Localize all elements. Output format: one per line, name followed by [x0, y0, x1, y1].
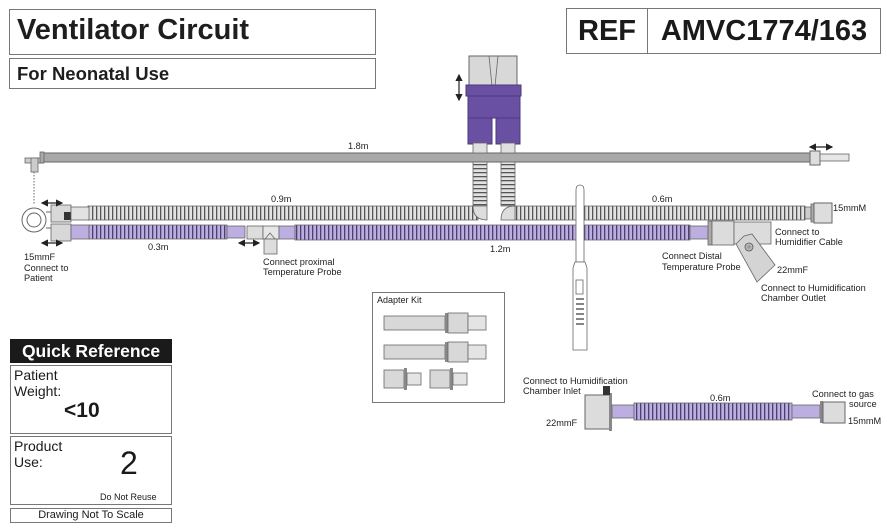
water-trap-tube-right: [500, 161, 516, 207]
not-to-scale-note: Drawing Not To Scale: [10, 508, 172, 523]
page-subtitle: For Neonatal Use: [17, 63, 170, 84]
patient-weight-box: Patient Weight: <10 kg: [10, 365, 172, 434]
expiratory-limb-length: 0.9m: [271, 194, 292, 204]
tube-clip: [572, 184, 588, 351]
proximal-probe-port: [246, 225, 296, 255]
inspiratory-limb-long-length: 1.2m: [490, 244, 511, 254]
reuse-caption: Do Not Reuse: [100, 492, 157, 502]
humidifier-cable-label-2: Humidifier Cable: [775, 237, 843, 247]
ref-label: REF: [567, 9, 648, 53]
gas-source-label-2: source: [849, 399, 877, 409]
chamber-inlet-size: 22mmF: [546, 418, 578, 428]
patient-connector-label-1: Connect to: [24, 263, 69, 273]
inspiratory-limb-short-length: 0.3m: [148, 242, 169, 252]
patient-wye-connector: [21, 199, 90, 247]
adapter-kit-title: Adapter Kit: [377, 295, 422, 305]
distal-probe-label-2: Temperature Probe: [662, 262, 741, 272]
distal-probe-label-1: Connect Distal: [662, 251, 722, 261]
water-trap: [455, 55, 522, 154]
chamber-inlet-label-1: Connect to Humidification: [523, 376, 628, 386]
dry-line-length: 0.6m: [710, 393, 731, 403]
patient-weight-label: Patient Weight:: [14, 367, 62, 399]
expiratory-end-size: 15mmM: [833, 203, 867, 213]
proximal-probe-label-1: Connect proximal: [263, 257, 335, 267]
water-trap-tube-left: [472, 161, 488, 207]
adapter-kit-box: Adapter Kit: [372, 292, 505, 403]
expiratory-limb-right-length: 0.6m: [652, 194, 673, 204]
subtitle-box: For Neonatal Use: [9, 58, 376, 89]
proximal-probe-label-2: Temperature Probe: [263, 267, 342, 277]
patient-connector-label-2: Patient: [24, 273, 53, 283]
humidifier-cable-label-1: Connect to: [775, 227, 820, 237]
chamber-outlet-size: 22mmF: [777, 265, 809, 275]
expiratory-limb-right: [500, 202, 833, 224]
reuse-digit: 2: [120, 445, 138, 481]
monitoring-line: [24, 150, 850, 205]
quick-reference-title: Quick Reference: [10, 339, 172, 363]
weight-unit: kg: [119, 397, 145, 422]
chamber-inlet-label-2: Chamber Inlet: [523, 386, 581, 396]
inspiratory-limb-long: [294, 224, 691, 241]
weight-value: <10: [64, 399, 100, 422]
patient-connector-size: 15mmF: [24, 252, 56, 262]
gas-source-label-1: Connect to gas: [812, 389, 874, 399]
gas-source-size: 15mmM: [848, 416, 882, 426]
title-box: Ventilator Circuit: [9, 9, 376, 55]
ref-box: REF AMVC1774/163: [566, 8, 881, 54]
expiratory-limb-left: [87, 205, 488, 221]
humidifier-chamber-connector: [707, 220, 776, 283]
page-title: Ventilator Circuit: [17, 14, 250, 46]
chamber-outlet-label-1: Connect to Humidification: [761, 283, 866, 293]
monitoring-line-length: 1.8m: [348, 141, 369, 151]
ref-code: AMVC1774/163: [660, 14, 868, 47]
adapter-kit-parts: [383, 312, 487, 390]
product-use-box: Product Use: 2 Do Not Reuse: [10, 436, 172, 505]
product-use-label: Product Use:: [14, 438, 63, 470]
inspiratory-limb-short: [70, 224, 261, 247]
chamber-outlet-label-2: Chamber Outlet: [761, 293, 826, 303]
dry-line: [584, 386, 846, 431]
